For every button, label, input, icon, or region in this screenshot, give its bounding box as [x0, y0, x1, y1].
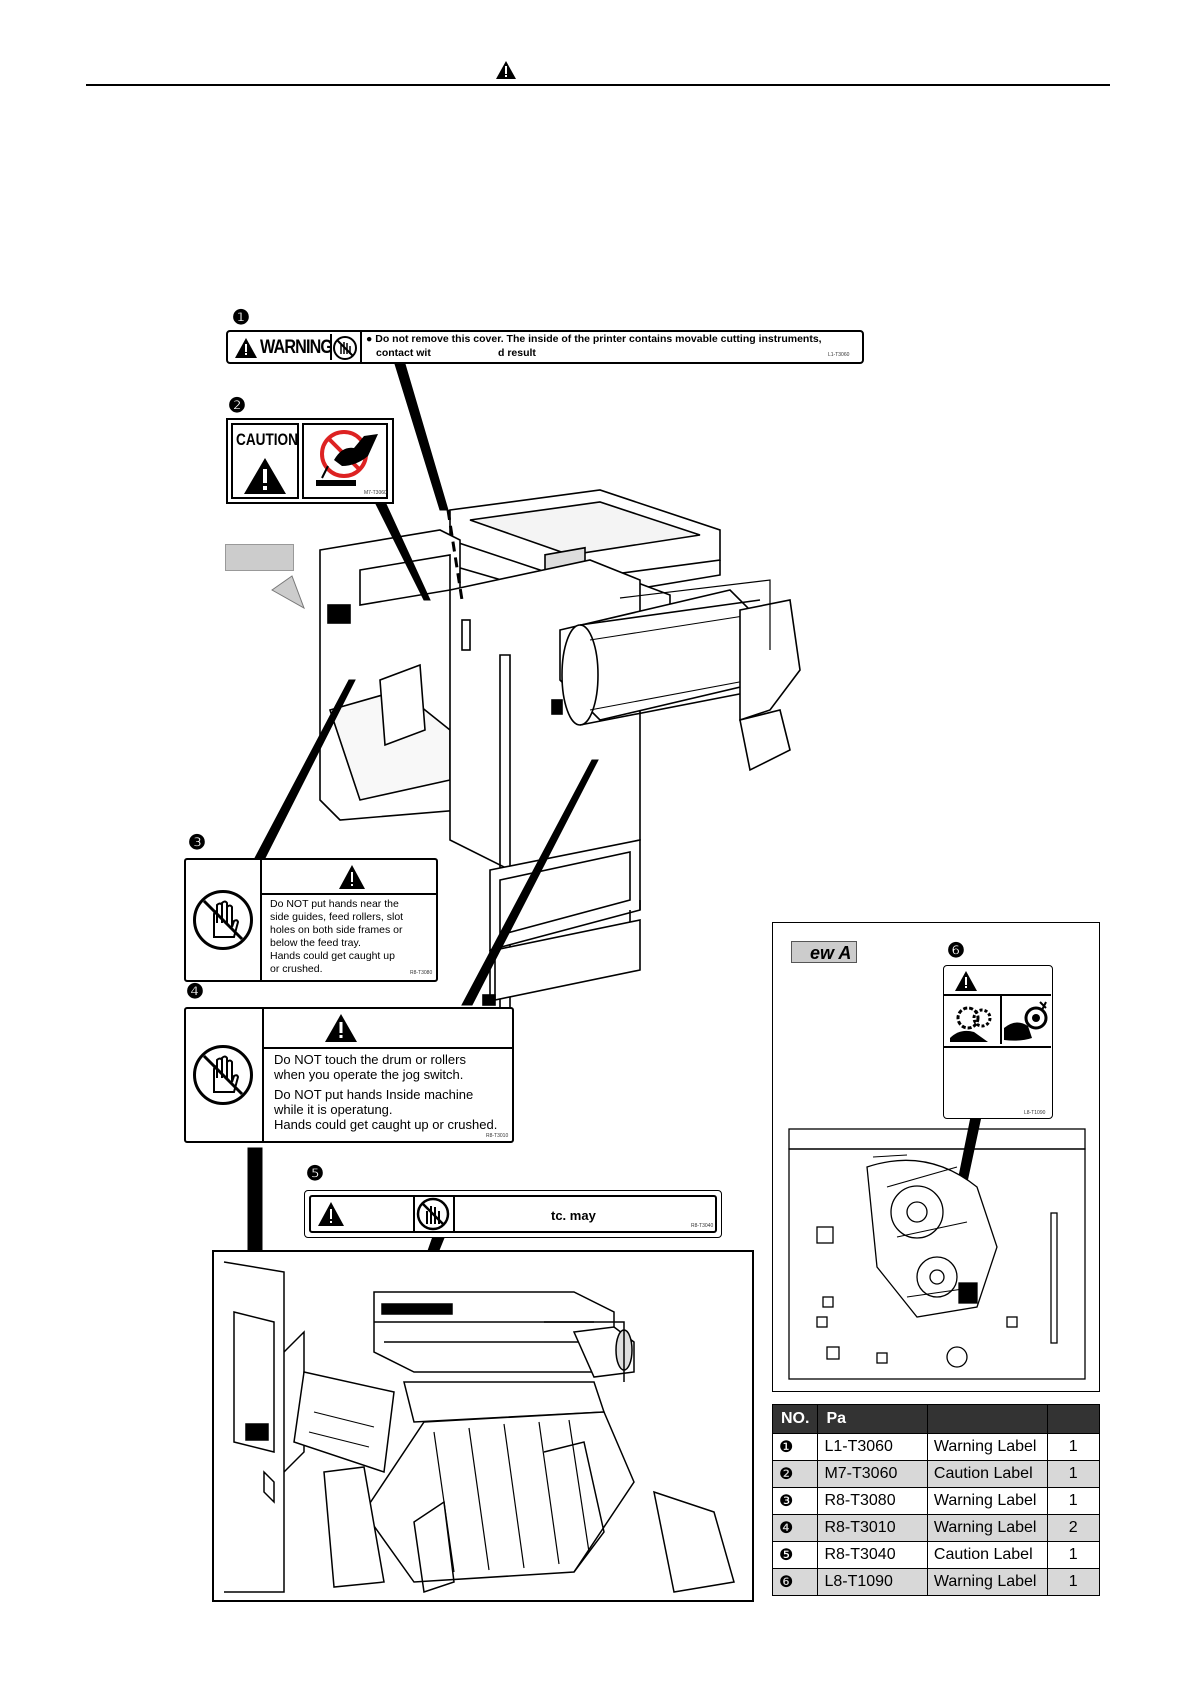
- warning-triangle-icon: [955, 971, 977, 991]
- warning-text-line2a: contact wit: [376, 347, 431, 359]
- roller-hand-hazard-icon: [1004, 1001, 1048, 1041]
- drum-section-illustration: [223, 1261, 735, 1593]
- warning-triangle-icon: [496, 61, 516, 79]
- label-number-1: ❶: [232, 307, 250, 329]
- col-header-part: Pa: [817, 1404, 928, 1434]
- label-number-3: ❸: [188, 832, 206, 854]
- label-number-6: ❻: [947, 940, 965, 962]
- view-a-tag: ew A: [791, 941, 857, 963]
- inset-drum-area: [212, 1250, 754, 1602]
- warning-label-4: Do NOT touch the drum or rollers when yo…: [184, 1007, 514, 1143]
- warning-triangle-icon: [235, 338, 257, 358]
- warning-text-line1: ● Do not remove this cover. The inside o…: [366, 333, 822, 345]
- warning-triangle-icon: [325, 1014, 357, 1042]
- warning-label-6: L8-T1090: [943, 965, 1053, 1119]
- label-code: R8-T3010: [486, 1133, 509, 1139]
- warning-triangle-icon: [244, 458, 286, 494]
- label-code: M7-T3060: [364, 490, 387, 496]
- label-number-2: ❷: [228, 395, 246, 417]
- table-header-row: NO. Pa: [771, 1404, 1100, 1434]
- gear-hand-hazard-icon: [950, 1006, 992, 1042]
- caution-title: CAUTION: [236, 430, 298, 449]
- col-header-qty: [1046, 1404, 1100, 1434]
- label-code: L1-T3060: [828, 352, 850, 358]
- label-number-4: ❹: [186, 981, 204, 1003]
- label-code: R8-T3040: [691, 1223, 714, 1229]
- warning-triangle-icon: [318, 1202, 344, 1226]
- label-number-5: ❺: [306, 1163, 324, 1185]
- view-marker-box: [225, 544, 294, 571]
- no-hands-icon: [333, 336, 357, 360]
- no-hands-icon: [193, 1045, 253, 1105]
- caution-label-2: CAUTION M7-T3060: [226, 418, 394, 504]
- view-arrow-icon: [271, 575, 305, 610]
- label-code: L8-T1090: [1024, 1110, 1046, 1116]
- warning-text-3: Do NOT put hands near the side guides, f…: [270, 898, 404, 975]
- col-header-name: [926, 1404, 1048, 1434]
- warning-label-3: Do NOT put hands near the side guides, f…: [184, 858, 438, 982]
- caution-label-5: tc. may R8-T3040: [304, 1190, 722, 1238]
- no-hands-icon: [416, 1197, 450, 1231]
- side-frame-illustration: [788, 1128, 1086, 1380]
- warning-label-1: WARNING ● Do not remove this cover. The …: [226, 330, 864, 364]
- warning-triangle-icon: [339, 865, 365, 889]
- label-code: R8-T3080: [410, 970, 433, 976]
- no-hands-icon: [193, 890, 253, 950]
- cutter-hazard-icon: [316, 430, 378, 486]
- caution-text-5: tc. may: [551, 1208, 596, 1223]
- col-header-no: NO.: [771, 1404, 819, 1434]
- warning-text-4: Do NOT touch the drum or rollers when yo…: [274, 1052, 498, 1132]
- header-rule: [86, 84, 1110, 86]
- warning-title: WARNING: [260, 337, 333, 358]
- view-a-panel: ew A ❻ L8-T1090: [772, 922, 1100, 1392]
- warning-text-line2b: d result: [498, 347, 536, 359]
